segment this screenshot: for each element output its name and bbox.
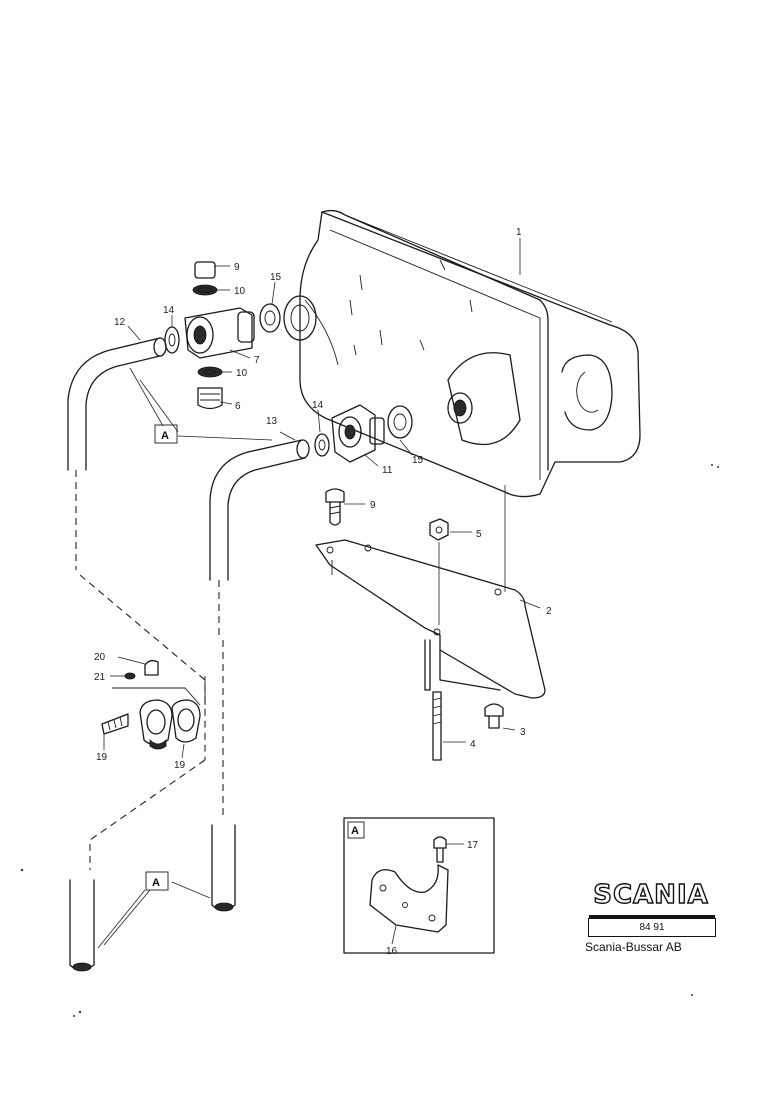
- label-15-upper: 15: [270, 272, 282, 283]
- callout-a-upper: A: [161, 430, 169, 442]
- callout-leaders: [97, 367, 273, 949]
- label-21: 21: [94, 672, 106, 683]
- bracket-assembly: [315, 485, 546, 761]
- hoses: [67, 337, 310, 972]
- label-16: 16: [386, 946, 398, 957]
- scan-specks: [20, 464, 719, 1017]
- label-10-lower: 10: [236, 368, 248, 379]
- label-14-upper: 14: [163, 305, 175, 316]
- logo-underline: [589, 915, 715, 918]
- detail-a-label: A: [351, 825, 359, 837]
- label-10-upper: 10: [234, 286, 246, 297]
- document-code: 84 91: [588, 915, 716, 937]
- label-11: 11: [382, 465, 393, 476]
- label-6: 6: [235, 401, 241, 412]
- label-17: 17: [467, 840, 479, 851]
- callout-a-lower: A: [152, 877, 160, 889]
- label-9-lower: 9: [370, 500, 376, 511]
- upper-fitting-assembly: [164, 261, 281, 410]
- label-3: 3: [520, 727, 526, 738]
- label-2: 2: [546, 606, 552, 617]
- label-1: 1: [516, 227, 522, 238]
- label-20: 20: [94, 652, 106, 663]
- label-12: 12: [114, 317, 126, 328]
- part-labels: 1 2 3 4 5 6 7 9 9 10 10 11 12 13 14 14 1…: [94, 227, 552, 957]
- detail-a-box: [343, 817, 495, 954]
- document-code-text: 84 91: [639, 922, 665, 933]
- label-15-lower: 15: [412, 455, 424, 466]
- scania-logo: SCANIA: [593, 879, 709, 910]
- lower-fitting-assembly: [314, 404, 413, 463]
- label-19-left: 19: [96, 752, 108, 763]
- label-5: 5: [476, 529, 482, 540]
- label-9-upper: 9: [234, 262, 240, 273]
- label-4: 4: [470, 739, 476, 750]
- company-name: Scania-Bussar AB: [585, 940, 682, 954]
- expansion-tank: [283, 209, 641, 498]
- label-14-lower: 14: [312, 400, 324, 411]
- label-7: 7: [254, 355, 260, 366]
- label-19-right: 19: [174, 760, 186, 771]
- label-13: 13: [266, 416, 278, 427]
- label-leaders: [103, 265, 541, 845]
- title-block: SCANIA: [586, 879, 716, 910]
- clamp-assembly: [101, 659, 206, 750]
